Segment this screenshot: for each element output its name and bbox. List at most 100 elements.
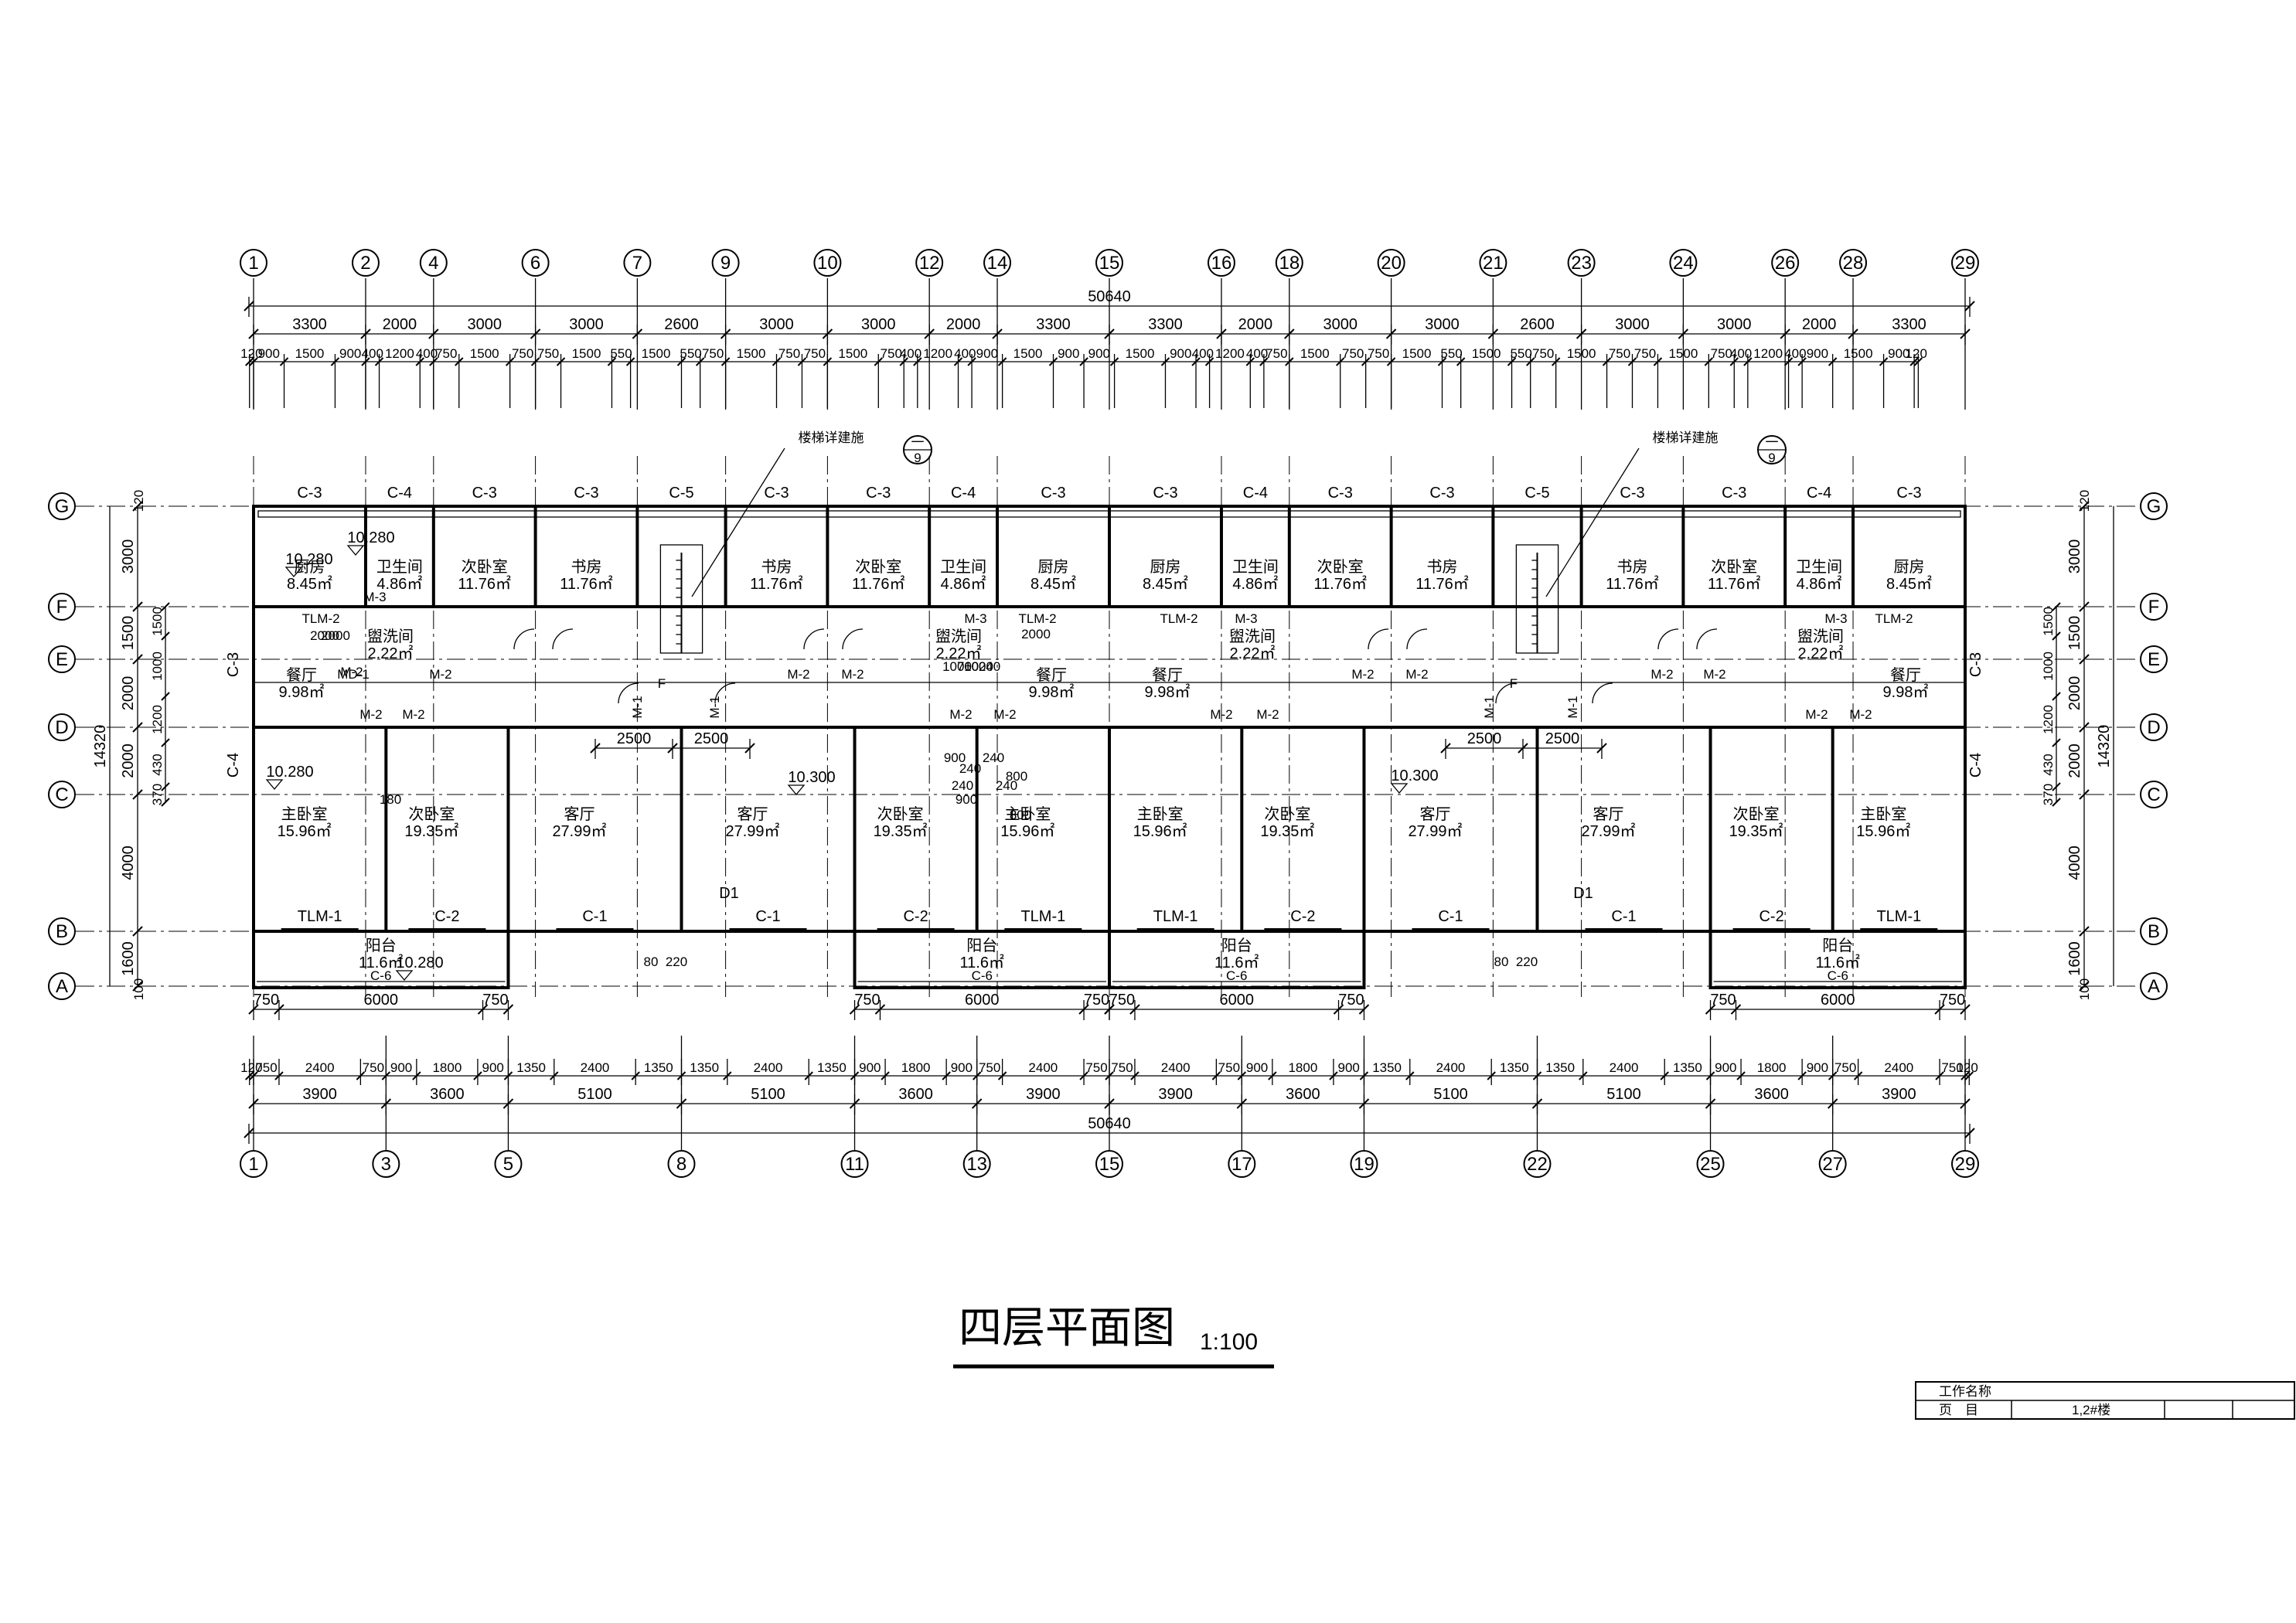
dim-small: 180 — [380, 792, 401, 807]
annotations: 10.28010.28010.28010.28010.30010.300楼梯详建… — [248, 430, 1971, 1020]
axis-left-E-circle — [48, 645, 76, 673]
room-name: 次卧室 — [877, 805, 924, 823]
axis-top-16: 16 — [1211, 253, 1232, 274]
axis-right-A-circle — [2140, 972, 2168, 1000]
dim-side-text: 2000 — [120, 743, 137, 778]
axis-top-12: 12 — [919, 253, 940, 274]
window-tag-balcony: C-6 — [1828, 968, 1848, 983]
dim-top-detail-text: 900 — [339, 346, 361, 361]
dim-balcony-text: 750 — [254, 992, 279, 1009]
door-tag-vertical: M-1 — [1482, 696, 1497, 718]
room-name: 次卧室 — [1733, 805, 1780, 823]
title-block-row1-label: 工作名称 — [1939, 1384, 1991, 1399]
axis-bottom-27: 27 — [1822, 1154, 1843, 1175]
axis-bottom-22: 22 — [1527, 1154, 1548, 1175]
room-area: 11.76㎡ — [1415, 574, 1469, 593]
axis-top-21: 21 — [1483, 253, 1504, 274]
room-area: 11.6㎡ — [359, 953, 403, 971]
dim-top-main-text: 2000 — [383, 316, 417, 333]
dim-small: 2000 — [1021, 627, 1051, 641]
dim-side-text: 1500 — [120, 616, 137, 651]
window-tag-side: C-3 — [1967, 652, 1984, 677]
dim-top-detail-text: 900 — [1170, 346, 1191, 361]
room-name: 书房 — [1617, 558, 1648, 576]
axis-left-G: G — [55, 496, 70, 517]
dim-side-tick — [132, 601, 143, 612]
axis-right-G: G — [2147, 496, 2161, 517]
elevation-mark: 10.280 — [396, 954, 443, 971]
stair-note: 楼梯详建施 — [799, 430, 864, 445]
room-area: 27.99㎡ — [725, 822, 779, 840]
door-tag: M-2 — [1210, 707, 1232, 722]
dim-balcony-text: 750 — [1710, 992, 1736, 1009]
room-area: 9.98㎡ — [279, 682, 325, 701]
room-area: 11.76㎡ — [1708, 574, 1761, 593]
axis-left-D-circle — [48, 713, 76, 741]
dim-small: 2000 — [321, 628, 350, 643]
balcony-outline — [252, 930, 510, 989]
room-name: 盥洗间 — [1229, 628, 1276, 645]
window-tag-balcony: C-6 — [972, 968, 993, 983]
dim-top-detail-text: 750 — [881, 346, 902, 361]
elevation-mark: 10.300 — [788, 769, 835, 786]
dim-side-sub-text: 430 — [2041, 754, 2056, 775]
dim-top-detail-text: 1500 — [1013, 346, 1043, 361]
axis-bottom-15: 15 — [1099, 1154, 1120, 1175]
axis-top-26: 26 — [1775, 253, 1796, 274]
dim-side-sub-tick — [2052, 602, 2061, 611]
room-name: 阳台 — [1221, 937, 1252, 954]
door-tag: M-3 — [1235, 611, 1257, 626]
dim-top-detail-text: 1500 — [838, 346, 867, 361]
window-tag-south: TLM-1 — [1153, 908, 1198, 925]
dim-bottom-main-text: 3900 — [1026, 1086, 1061, 1103]
window-tag-north: C-3 — [1896, 485, 1921, 502]
dim-bottom-main-text: 3600 — [1754, 1086, 1789, 1103]
room-area: 11.76㎡ — [852, 574, 905, 593]
axis-bottom-19: 19 — [1354, 1154, 1375, 1175]
door-tag: M-2 — [1256, 707, 1279, 722]
title-block: 工作名称 页 目 1,2#楼 — [1915, 1381, 2295, 1420]
dim-top-main-text: 3000 — [759, 316, 794, 333]
dim-top-detail-text: 750 — [778, 346, 800, 361]
door-tag: M-3 — [964, 611, 986, 626]
room-area: 15.96㎡ — [1133, 822, 1187, 840]
dim-bottom-detail-text: 900 — [859, 1060, 881, 1075]
room-area: 11.6㎡ — [1214, 953, 1259, 971]
axis-bottom-29-circle — [1951, 1150, 1979, 1178]
axis-bottom-3: 3 — [381, 1154, 391, 1175]
axis-right-F-circle — [2140, 593, 2168, 621]
axis-top-14: 14 — [987, 253, 1008, 274]
dim-top-detail-text: 400 — [1246, 346, 1268, 361]
axis-left-C: C — [55, 784, 68, 805]
dim-bottom-detail-text: 2400 — [305, 1060, 335, 1075]
drawing-title: 四层平面图 — [959, 1303, 1175, 1352]
dim-small: 240 — [979, 659, 1000, 674]
dim-bottom-detail-text: 2400 — [754, 1060, 783, 1075]
dim-top-detail-text: 1200 — [385, 346, 414, 361]
dim-side-total-text: 14320 — [2096, 725, 2113, 768]
dim-top-detail-text: 750 — [537, 346, 559, 361]
elevation-triangle — [395, 970, 414, 982]
dim-side-text: 4000 — [2066, 846, 2083, 880]
stair-note-leader — [691, 447, 785, 597]
window-tag-north: C-5 — [669, 485, 693, 502]
room-name: 主卧室 — [1860, 805, 1906, 823]
dim-bottom-detail-text: 2400 — [1161, 1060, 1191, 1075]
dim-top-detail-text: 900 — [258, 346, 280, 361]
window-tag-south: C-1 — [1438, 908, 1463, 925]
dim-side-text: 1600 — [2066, 941, 2083, 976]
dim-side-sub-tick — [161, 602, 170, 611]
axis-right-B-circle — [2140, 917, 2168, 945]
stair-ref-bottom: 9 — [1768, 451, 1775, 465]
dim-bottom-main-text: 3600 — [430, 1086, 465, 1103]
door-tag: TLM-2 — [1875, 611, 1913, 626]
dim-top-detail-text: 900 — [1088, 346, 1110, 361]
door-tag: M-2 — [1849, 707, 1872, 722]
dim-side-sub-tick — [2052, 692, 2061, 701]
axis-top-18: 18 — [1279, 253, 1300, 274]
window-tag-north: C-3 — [1429, 485, 1454, 502]
room-area: 27.99㎡ — [552, 822, 606, 840]
dim-bottom-detail-text: 120 — [1956, 1060, 1977, 1075]
balcony-outline — [1708, 930, 1967, 989]
dim-top-detail-text: 750 — [1532, 346, 1554, 361]
